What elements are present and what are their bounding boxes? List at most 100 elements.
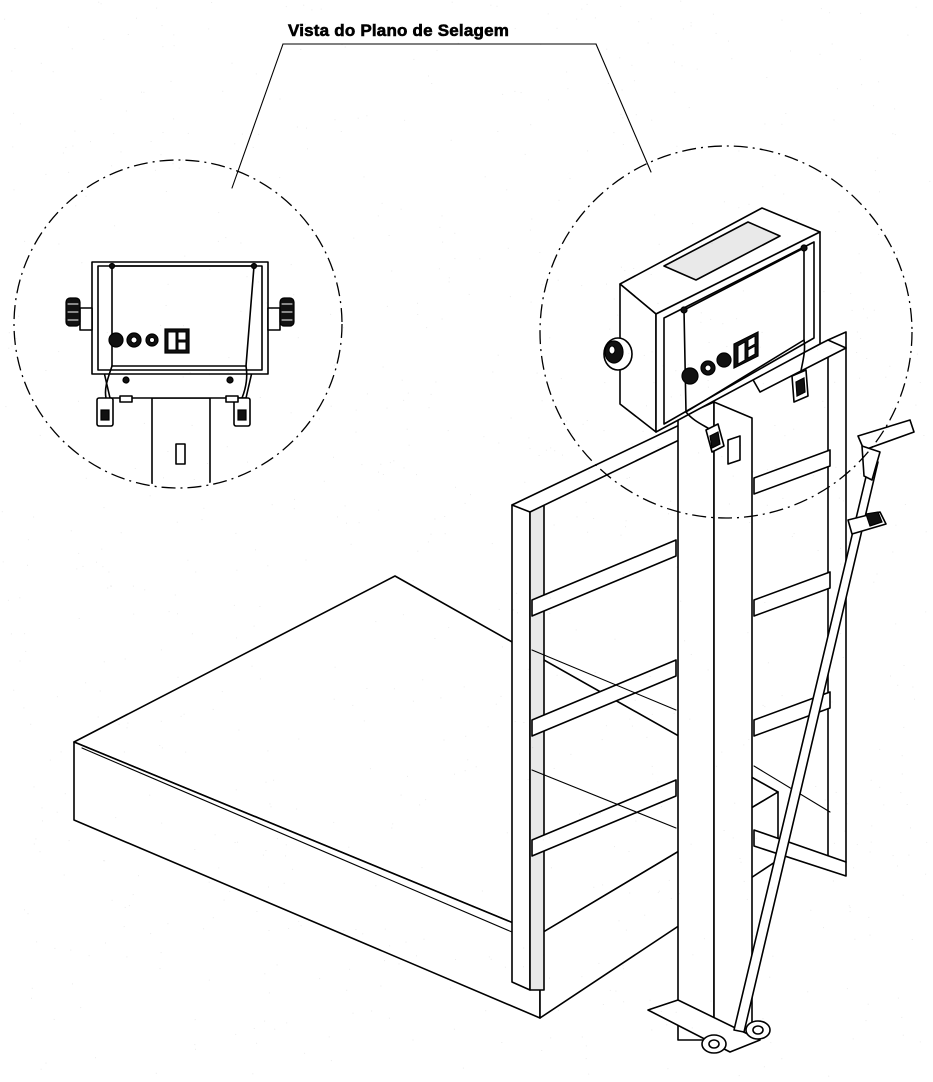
scan-speck xyxy=(160,952,162,954)
scan-speck xyxy=(454,232,456,234)
scan-speck xyxy=(33,843,35,845)
scan-speck xyxy=(549,612,551,614)
scan-speck xyxy=(195,1048,196,1050)
indicator-top-recess xyxy=(663,221,781,281)
scan-speck xyxy=(355,409,357,411)
scan-speck xyxy=(161,25,163,27)
scan-speck xyxy=(24,633,26,635)
scan-speck xyxy=(877,157,879,159)
seal-screw-icon xyxy=(680,306,688,314)
scan-speck xyxy=(417,302,418,304)
scan-speck xyxy=(690,22,692,24)
scan-speck xyxy=(85,682,87,684)
scan-speck xyxy=(180,715,182,717)
scan-speck xyxy=(860,12,862,14)
scan-speck xyxy=(731,58,733,60)
scan-speck xyxy=(388,1017,390,1019)
bracket-tab xyxy=(119,395,133,403)
scan-speck xyxy=(382,474,384,475)
scan-speck xyxy=(676,145,678,147)
scan-speck xyxy=(155,1072,157,1074)
scan-speck xyxy=(658,243,660,245)
scan-speck xyxy=(624,270,626,272)
scan-speck xyxy=(769,976,771,978)
scan-speck xyxy=(602,884,604,886)
scan-speck xyxy=(149,495,151,497)
scan-speck xyxy=(214,834,216,836)
scan-speck xyxy=(613,298,615,300)
scan-speck xyxy=(897,865,898,867)
scan-speck xyxy=(33,516,35,518)
scan-speck xyxy=(105,942,106,944)
scan-speck xyxy=(238,729,240,731)
scan-speck xyxy=(271,308,273,310)
scan-speck xyxy=(271,504,273,506)
scan-speck xyxy=(33,786,35,788)
guard-bar-1 xyxy=(531,539,677,617)
scan-speck xyxy=(746,898,748,900)
scan-speck xyxy=(668,513,669,515)
scan-speck xyxy=(770,1042,772,1044)
scan-speck xyxy=(824,406,826,408)
scan-speck xyxy=(620,113,622,115)
scan-speck xyxy=(498,442,500,444)
scan-speck xyxy=(143,91,145,93)
scan-speck xyxy=(718,1031,720,1033)
seal-screw-icon xyxy=(250,262,258,270)
scan-speck xyxy=(150,141,152,142)
scan-speck xyxy=(629,892,631,894)
scan-speck xyxy=(925,873,927,875)
scan-speck xyxy=(830,347,832,349)
scan-speck xyxy=(697,300,699,302)
scan-speck xyxy=(618,920,620,922)
scan-speck xyxy=(19,123,21,125)
scan-speck xyxy=(651,765,653,767)
scan-speck xyxy=(163,477,164,479)
scan-speck xyxy=(575,629,577,631)
scan-speck xyxy=(2,561,4,563)
lead-seal-main-left-icon xyxy=(705,423,725,453)
scan-speck xyxy=(400,24,402,26)
scan-speck xyxy=(532,747,534,749)
scan-speck xyxy=(603,430,605,432)
scan-speck xyxy=(257,281,259,283)
scan-speck xyxy=(448,281,450,283)
scan-speck xyxy=(428,75,429,77)
scan-speck xyxy=(103,507,105,509)
scan-speck xyxy=(523,966,524,968)
scan-speck xyxy=(614,846,615,848)
scan-speck xyxy=(895,623,897,625)
guard-bar-6 xyxy=(753,691,831,737)
scan-speck xyxy=(550,926,552,928)
scan-speck xyxy=(738,150,740,152)
scan-speck xyxy=(506,189,508,191)
scan-speck xyxy=(559,498,561,500)
scan-speck xyxy=(822,400,824,402)
scan-speck xyxy=(681,65,683,67)
scan-speck xyxy=(226,446,228,448)
scan-speck xyxy=(218,212,220,214)
scan-speck xyxy=(438,268,440,270)
scan-speck xyxy=(488,956,490,958)
scan-speck xyxy=(240,310,242,312)
scan-speck xyxy=(386,305,388,307)
scan-speck xyxy=(615,990,617,992)
scan-speck xyxy=(91,298,92,300)
scan-speck xyxy=(58,351,60,353)
scan-speck xyxy=(344,505,346,507)
scan-speck xyxy=(96,561,97,563)
scan-speck xyxy=(252,146,254,148)
scan-speck xyxy=(911,939,913,940)
scan-speck xyxy=(690,25,692,27)
scan-speck xyxy=(901,1016,903,1018)
scan-speck xyxy=(363,720,365,722)
scan-speck xyxy=(111,165,113,167)
scan-speck xyxy=(235,1033,237,1035)
scan-speck xyxy=(846,988,848,990)
scan-speck xyxy=(587,150,589,152)
scan-speck xyxy=(223,899,225,901)
scan-speck xyxy=(45,370,47,371)
scan-speck xyxy=(629,477,630,478)
scan-speck xyxy=(670,396,672,398)
seal-screw-icon xyxy=(108,262,116,270)
